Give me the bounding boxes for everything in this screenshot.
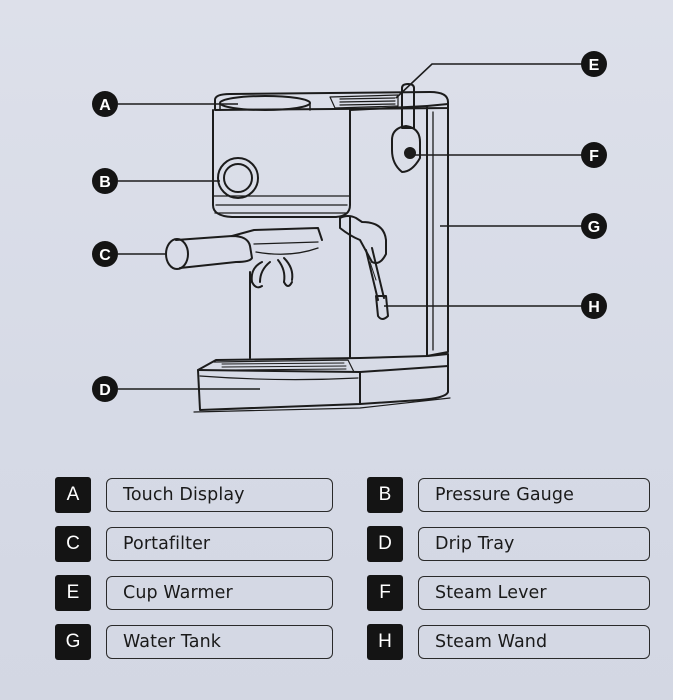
callout-h-letter: H (588, 299, 600, 316)
legend-badge: F (367, 575, 403, 611)
legend-badge: D (367, 526, 403, 562)
legend-item-c: C Portafilter (55, 526, 333, 562)
callout-c: C (92, 241, 118, 267)
steam-wand-shape (339, 215, 389, 320)
legend-label: Steam Wand (418, 625, 650, 659)
legend-badge: C (55, 526, 91, 562)
machine-body (212, 91, 449, 359)
legend-item-b: B Pressure Gauge (367, 477, 650, 513)
legend-badge: E (55, 575, 91, 611)
callout-g-letter: G (588, 219, 600, 236)
legend-label: Pressure Gauge (418, 478, 650, 512)
callout-c-letter: C (99, 247, 111, 264)
pressure-gauge-shape (217, 157, 259, 199)
callout-g: G (581, 213, 607, 239)
drip-tray-shape (197, 353, 449, 411)
callout-e-letter: E (589, 57, 600, 74)
steam-lever-shape (391, 83, 421, 173)
legend-label: Drip Tray (418, 527, 650, 561)
legend-item-a: A Touch Display (55, 477, 333, 513)
callout-a: A (92, 91, 118, 117)
touch-display-shape (219, 95, 311, 111)
legend-label: Cup Warmer (106, 576, 333, 610)
callout-b-letter: B (99, 174, 111, 191)
portafilter-shape (165, 227, 323, 289)
legend-item-e: E Cup Warmer (55, 575, 333, 611)
cup-warmer-shape (329, 94, 399, 109)
callout-leader-lines (118, 63, 582, 390)
callout-d: D (92, 376, 118, 402)
legend-item-f: F Steam Lever (367, 575, 650, 611)
callout-d-letter: D (99, 382, 111, 399)
callout-f-letter: F (589, 148, 599, 165)
callout-h: H (581, 293, 607, 319)
legend-label: Portafilter (106, 527, 333, 561)
legend-label: Steam Lever (418, 576, 650, 610)
legend-label: Water Tank (106, 625, 333, 659)
callout-e: E (581, 51, 607, 77)
legend-badge: A (55, 477, 91, 513)
callout-b: B (92, 168, 118, 194)
legend-item-g: G Water Tank (55, 624, 333, 660)
callout-a-letter: A (99, 97, 111, 114)
callout-f: F (581, 142, 607, 168)
legend-item-d: D Drip Tray (367, 526, 650, 562)
legend-badge: B (367, 477, 403, 513)
legend-badge: G (55, 624, 91, 660)
legend-item-h: H Steam Wand (367, 624, 650, 660)
espresso-machine-diagram: A B C D E F G H (92, 51, 607, 413)
legend-label: Touch Display (106, 478, 333, 512)
legend-badge: H (367, 624, 403, 660)
